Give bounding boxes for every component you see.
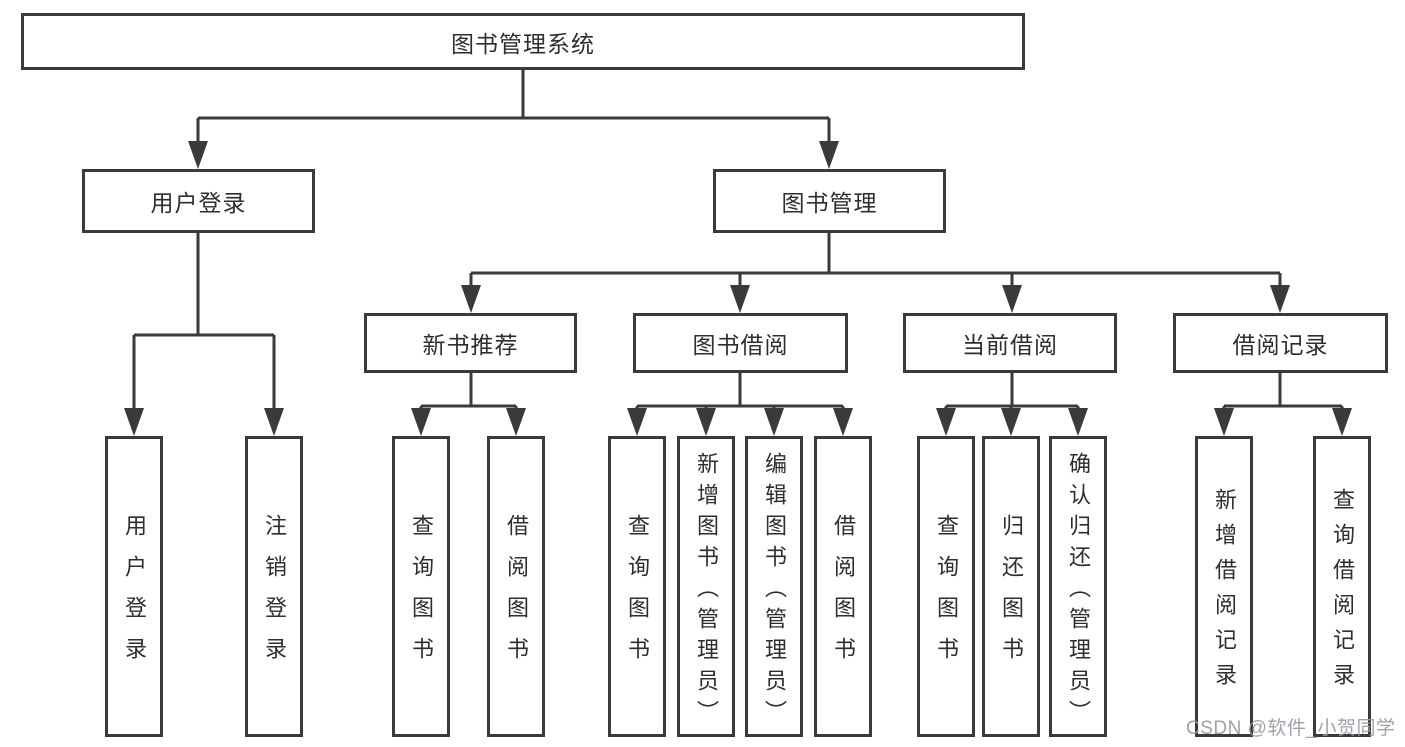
leaf-label: 归还图书 xyxy=(999,514,1024,678)
arrowhead-icon xyxy=(819,141,839,169)
arrowhead-icon xyxy=(1068,408,1088,436)
leaf-label: 确认归还（管理员） xyxy=(1066,451,1091,731)
leaf-label: 借阅图书 xyxy=(504,514,529,678)
leaf-query-books-current: 查询图书 xyxy=(917,436,975,737)
leaf-label: 新增借阅记录 xyxy=(1212,488,1237,698)
leaf-label: 编辑图书（管理员） xyxy=(762,451,787,731)
arrowhead-icon xyxy=(1002,285,1022,313)
node-new-book-recommend: 新书推荐 xyxy=(364,313,577,373)
node-label: 借阅记录 xyxy=(1232,332,1329,358)
arrowhead-icon xyxy=(936,408,956,436)
leaf-edit-book-admin: 编辑图书（管理员） xyxy=(745,436,803,737)
leaf-borrow-books-recommend: 借阅图书 xyxy=(487,436,545,737)
node-label: 新书推荐 xyxy=(422,332,519,358)
leaf-confirm-return-admin: 确认归还（管理员） xyxy=(1049,436,1107,737)
node-book-borrowing: 图书借阅 xyxy=(633,313,848,373)
leaf-add-borrow-record: 新增借阅记录 xyxy=(1195,436,1253,737)
leaf-label: 查询借阅记录 xyxy=(1330,488,1355,698)
arrowhead-icon xyxy=(124,408,144,436)
leaf-query-borrow-record: 查询借阅记录 xyxy=(1313,436,1371,737)
node-label: 当前借阅 xyxy=(962,332,1058,358)
arrowhead-icon xyxy=(1332,408,1352,436)
leaf-label: 注销登录 xyxy=(262,514,287,678)
node-label: 图书管理 xyxy=(781,190,878,216)
node-label: 用户登录 xyxy=(150,190,247,216)
node-label: 图书借阅 xyxy=(692,332,789,358)
leaf-label: 新增图书（管理员） xyxy=(694,451,719,731)
arrowhead-icon xyxy=(764,408,784,436)
arrowhead-icon xyxy=(696,408,716,436)
leaf-label: 查询图书 xyxy=(625,514,650,678)
arrowhead-icon xyxy=(627,408,647,436)
arrowhead-icon xyxy=(461,285,481,313)
arrowhead-icon xyxy=(1270,285,1290,313)
leaf-logout: 注销登录 xyxy=(245,436,303,737)
node-book-management: 图书管理 xyxy=(713,169,946,233)
leaf-user-login: 用户登录 xyxy=(105,436,163,737)
arrowhead-icon xyxy=(1214,408,1234,436)
node-label: 图书管理系统 xyxy=(451,30,595,57)
arrowhead-icon xyxy=(188,141,208,169)
watermark: CSDN @软件_小贺同学 xyxy=(1186,718,1396,739)
arrowhead-icon xyxy=(730,285,750,313)
leaf-borrow-books-borrowing: 借阅图书 xyxy=(814,436,872,737)
arrowhead-icon xyxy=(833,408,853,436)
leaf-label: 用户登录 xyxy=(122,514,147,678)
leaf-label: 查询图书 xyxy=(934,514,959,678)
leaf-query-books-recommend: 查询图书 xyxy=(392,436,450,737)
leaf-add-book-admin: 新增图书（管理员） xyxy=(677,436,735,737)
node-borrowing-records: 借阅记录 xyxy=(1173,313,1388,373)
leaf-label: 借阅图书 xyxy=(831,514,856,678)
node-library-management-system: 图书管理系统 xyxy=(21,13,1025,70)
arrowhead-icon xyxy=(506,408,526,436)
leaf-return-book: 归还图书 xyxy=(982,436,1040,737)
arrowhead-icon xyxy=(264,408,284,436)
leaf-label: 查询图书 xyxy=(409,514,434,678)
node-user-login: 用户登录 xyxy=(82,169,315,233)
arrowhead-icon xyxy=(411,408,431,436)
arrowhead-icon xyxy=(1001,408,1021,436)
node-current-borrowing: 当前借阅 xyxy=(903,313,1117,373)
leaf-query-books-borrowing: 查询图书 xyxy=(608,436,666,737)
